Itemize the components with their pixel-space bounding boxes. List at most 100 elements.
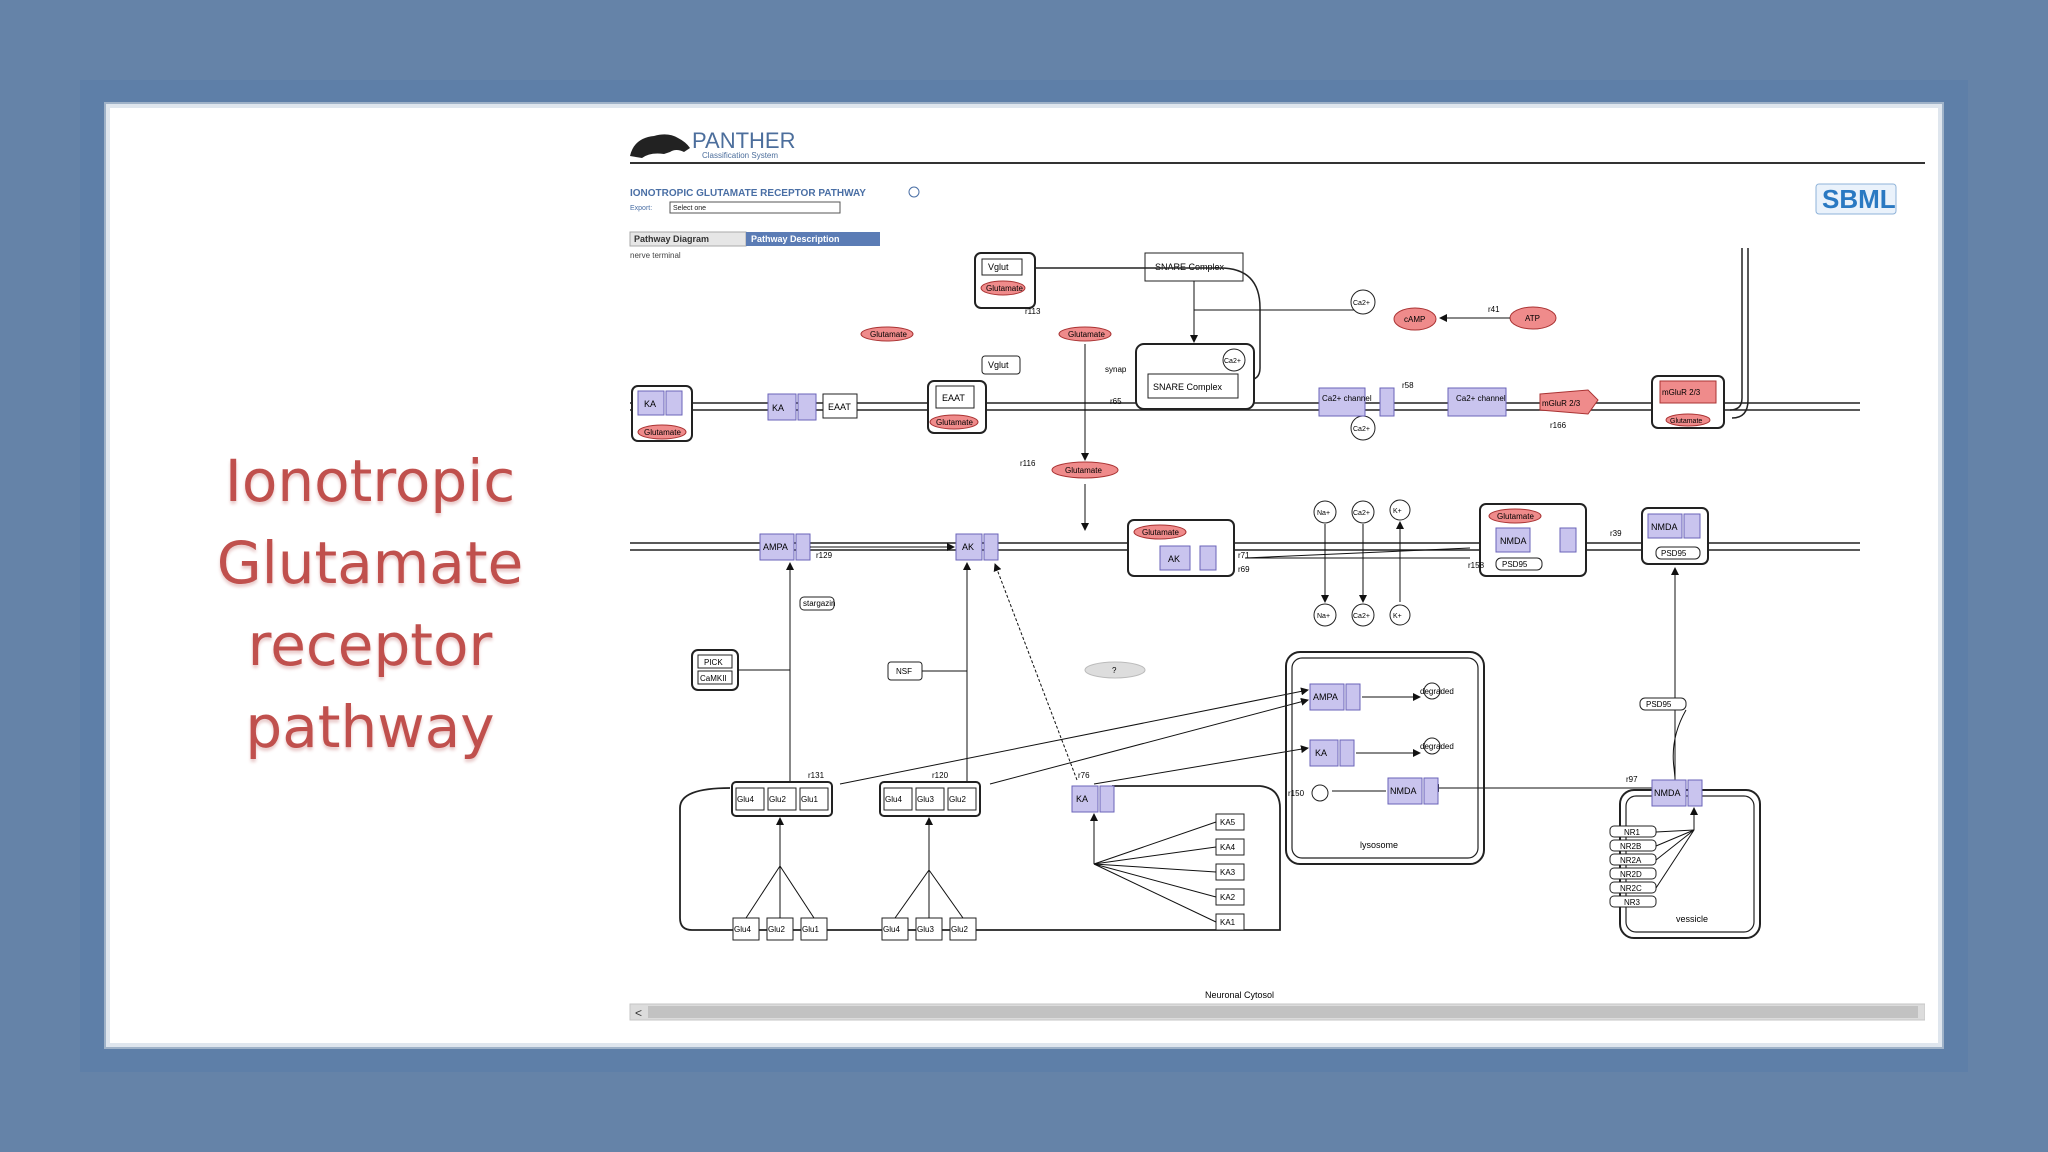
reaction-label: r129 <box>816 551 833 560</box>
nmda-node[interactable] <box>1387 777 1423 805</box>
k-label: K+ <box>1393 613 1402 620</box>
ca-node[interactable] <box>1351 500 1375 524</box>
eaat-node[interactable] <box>822 393 858 419</box>
slide-title-line: Glutamate <box>216 529 524 597</box>
panther-logo[interactable]: PANTHER Classification System <box>630 128 796 160</box>
reaction-label: r97 <box>1626 775 1638 784</box>
nr2c-label: NR2C <box>1620 884 1642 893</box>
nr2d-label: NR2D <box>1620 870 1642 879</box>
vesicle-complex[interactable]: Vglut Glutamate <box>974 252 1036 309</box>
vesicle-label: vessicle <box>1676 914 1708 924</box>
ka1-label: KA1 <box>1220 918 1236 927</box>
na-node[interactable] <box>1313 500 1337 524</box>
ak-node[interactable] <box>955 533 983 561</box>
nr2d-node[interactable] <box>1609 867 1657 880</box>
nmda-psd95-complex[interactable]: NMDA PSD95 <box>1641 507 1709 565</box>
glu-subunits-2: Glu4 Glu3 Glu2 <box>881 917 977 941</box>
glu-complex-2[interactable]: Glu4 Glu3 Glu2 <box>879 781 981 817</box>
ca-channel-node[interactable] <box>1318 387 1366 417</box>
glutamate-label: Glutamate <box>936 418 973 427</box>
reaction-label: r120 <box>932 771 949 780</box>
mglur-node[interactable] <box>1539 389 1599 415</box>
ak-complex-label: AK <box>1168 554 1180 564</box>
ak-complex[interactable]: Glutamate AK <box>1127 519 1235 577</box>
nr3-node[interactable] <box>1609 895 1657 908</box>
psd95-label: PSD95 <box>1661 549 1687 558</box>
ka-label: KA <box>1315 748 1327 758</box>
lysosome-compartment: lysosome <box>1285 651 1485 865</box>
sbml-logo[interactable]: SBML <box>1815 183 1897 215</box>
ka-node[interactable] <box>1071 785 1099 813</box>
panther-brand: PANTHER <box>692 128 796 153</box>
ka-complex[interactable]: KA Glutamate <box>631 385 693 442</box>
glutamate-node[interactable] <box>1058 326 1112 342</box>
mglur-complex[interactable]: mGluR 2/3 Glutamate <box>1651 375 1725 429</box>
atp-label: ATP <box>1525 314 1540 323</box>
ka-assembly-edges <box>1090 813 1217 923</box>
camp-node[interactable] <box>1393 307 1437 331</box>
compartment-label: nerve terminal <box>630 251 681 260</box>
nr-edges <box>1655 709 1698 889</box>
snare-complex[interactable]: SNARE Complex Ca2+ <box>1135 343 1255 410</box>
vglut-node[interactable] <box>981 355 1021 375</box>
ka4-label: KA4 <box>1220 843 1236 852</box>
psd95-node[interactable] <box>1639 697 1687 711</box>
glu4-label: Glu4 <box>885 795 902 804</box>
k-node[interactable] <box>1389 604 1411 626</box>
pick-camkii-complex[interactable]: PICK CaMKII <box>691 649 739 691</box>
eaat-node-label: EAAT <box>828 402 851 412</box>
k-node[interactable] <box>1389 499 1411 521</box>
panther-screenshot: PANTHER Classification System IONOTROPIC… <box>620 118 1925 1023</box>
reaction-label: r65 <box>1110 397 1122 406</box>
glutamate-node-label: Glutamate <box>1068 330 1105 339</box>
glu-subunits-1: Glu4 Glu2 Glu1 <box>732 917 828 941</box>
glu-complex-1[interactable]: Glu4 Glu2 Glu1 <box>731 781 833 817</box>
ca-node[interactable] <box>1351 603 1375 627</box>
mglur-complex-label: mGluR 2/3 <box>1662 388 1701 397</box>
slide-title-line: pathway <box>245 693 495 761</box>
degraded-icon <box>1423 682 1441 700</box>
ca-channel-label: Ca2+ channel <box>1456 394 1506 403</box>
snare-complex-top[interactable] <box>1144 252 1244 282</box>
unknown-node[interactable] <box>1084 661 1146 679</box>
ampa-node[interactable] <box>1309 683 1345 711</box>
ca-channel-node-2[interactable] <box>1447 387 1507 417</box>
ka-node[interactable] <box>767 393 797 421</box>
glutamate-label: Glutamate <box>1497 512 1534 521</box>
ca-node[interactable] <box>1350 289 1376 315</box>
nmda-label: NMDA <box>1500 536 1527 546</box>
pathway-diagram: PANTHER Classification System IONOTROPIC… <box>629 128 1925 1021</box>
help-icon[interactable] <box>908 186 920 198</box>
ka-node-part <box>1099 785 1115 813</box>
ka-node[interactable] <box>1309 739 1339 767</box>
scrollbar-thumb[interactable] <box>648 1006 1918 1018</box>
stargazin-node[interactable] <box>799 596 835 611</box>
export-select[interactable] <box>669 201 841 214</box>
glutamate-node[interactable] <box>860 326 914 342</box>
unknown-label: ? <box>1112 666 1117 675</box>
pick-label: PICK <box>704 658 723 667</box>
ampa-node[interactable] <box>759 533 795 561</box>
glu1-node-label: Glu1 <box>802 925 819 934</box>
glu3-label: Glu3 <box>917 795 934 804</box>
eaat-complex[interactable]: EAAT Glutamate <box>927 380 987 434</box>
tab-pathway-description[interactable] <box>746 232 880 246</box>
neuronal-cytosol-label: Neuronal Cytosol <box>1205 990 1274 1000</box>
nmda-complex[interactable]: Glutamate NMDA PSD95 <box>1479 503 1587 577</box>
glu1-label: Glu1 <box>801 795 818 804</box>
nr3-label: NR3 <box>1624 898 1641 907</box>
glutamate-cleft-label: Glutamate <box>1065 466 1102 475</box>
nmda-node[interactable] <box>1651 779 1687 807</box>
vglut-label: Vglut <box>988 262 1009 272</box>
glutamate-node-label: Glutamate <box>870 330 907 339</box>
scroll-left-icon[interactable]: < <box>635 1006 642 1020</box>
reaction-label: r58 <box>1402 381 1414 390</box>
glu3-node-label: Glu3 <box>917 925 934 934</box>
ka-node-label: KA <box>1076 794 1088 804</box>
glutamate-cleft[interactable] <box>1051 461 1119 479</box>
reaction-label: r71 <box>1238 551 1250 560</box>
ka-subunits: KA5 KA4 KA3 KA2 KA1 <box>1215 813 1245 931</box>
export-label: Export: <box>630 205 652 212</box>
na-node[interactable] <box>1313 603 1337 627</box>
ion-edges <box>1244 521 1471 603</box>
